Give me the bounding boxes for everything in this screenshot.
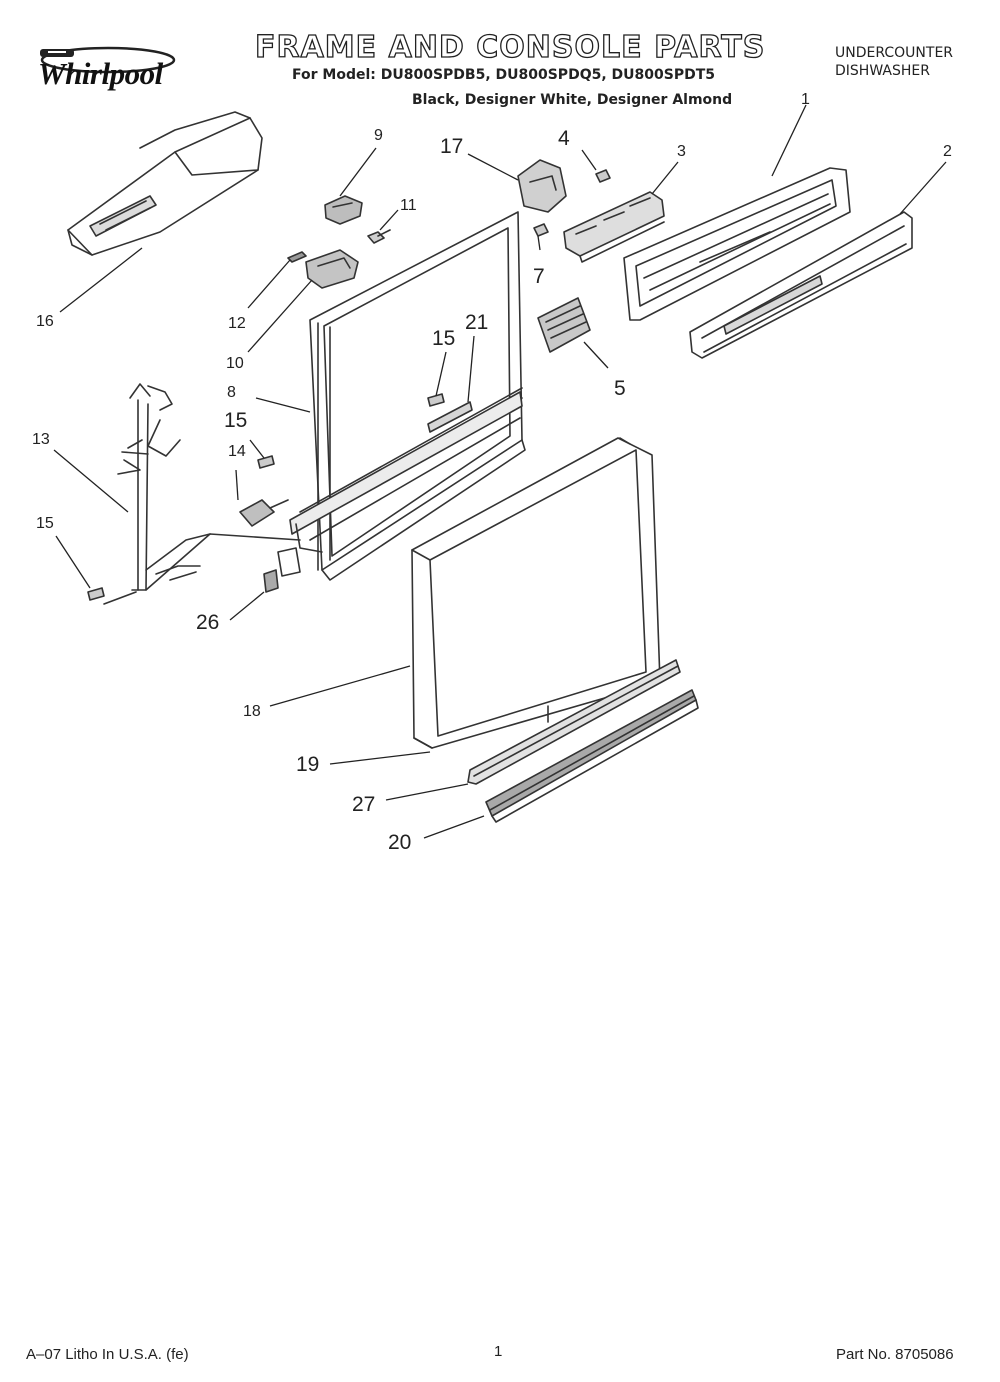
category-line-1: UNDERCOUNTER <box>835 45 954 61</box>
callout-15-middle: 15 <box>224 409 248 432</box>
leader-18 <box>269 665 411 707</box>
part-15-screw-c <box>427 393 445 407</box>
callout-3: 3 <box>677 143 686 160</box>
leader-11 <box>379 209 399 231</box>
leader-4 <box>581 149 597 171</box>
part-27-door-trim <box>467 659 681 785</box>
part-10-hinge-bracket <box>305 249 359 289</box>
model-list: For Model: DU800SPDB5, DU800SPDQ5, DU800… <box>292 67 715 83</box>
whirlpool-logo-icon <box>30 38 205 103</box>
leader-15c <box>435 351 447 397</box>
leader-17 <box>467 153 519 181</box>
page-title: FRAME AND CONSOLE PARTS <box>254 29 766 65</box>
callout-18: 18 <box>243 703 261 720</box>
leader-5 <box>583 341 609 369</box>
leader-7 <box>537 235 541 251</box>
part-1-console-panel <box>623 167 851 321</box>
part-2-trim-strip <box>689 211 913 359</box>
brand-logo-text: Whirlpool <box>38 56 163 91</box>
callout-26: 26 <box>196 611 220 634</box>
leader-21 <box>467 335 475 403</box>
litho-note: A–07 Litho In U.S.A. (fe) <box>26 1346 189 1363</box>
color-list: Black, Designer White, Designer Almond <box>412 92 733 108</box>
leader-3 <box>651 161 679 195</box>
part-8-main-frame <box>277 211 526 581</box>
leader-2 <box>899 161 947 215</box>
leader-15a <box>55 535 91 589</box>
callout-17: 17 <box>440 135 464 158</box>
callout-16: 16 <box>36 313 54 330</box>
callout-13: 13 <box>32 431 50 448</box>
callout-10: 10 <box>226 355 244 372</box>
callout-15-frame: 15 <box>432 327 456 350</box>
callout-5: 5 <box>614 377 626 400</box>
callout-27: 27 <box>352 793 376 816</box>
leader-10 <box>247 279 313 353</box>
leader-26 <box>229 591 265 621</box>
leader-27 <box>385 783 469 801</box>
leader-16 <box>59 247 143 313</box>
part-26-clip <box>263 569 279 593</box>
callout-9: 9 <box>374 127 383 144</box>
page-number: 1 <box>494 1343 503 1360</box>
callout-21: 21 <box>465 311 489 334</box>
callout-20: 20 <box>388 831 412 854</box>
part-17-bracket <box>517 159 567 213</box>
part-13-wire-harness <box>103 383 301 605</box>
leader-20 <box>423 815 485 839</box>
category-line-2: DISHWASHER <box>835 63 930 79</box>
part-11-screw <box>367 229 391 244</box>
callout-11: 11 <box>400 197 417 214</box>
part-15-screw-b <box>257 455 275 469</box>
part-20-toe-kick <box>485 689 699 823</box>
callout-2: 2 <box>943 143 952 160</box>
leader-13 <box>53 449 129 513</box>
part-4-screw <box>595 169 611 183</box>
callout-1: 1 <box>801 91 810 108</box>
leader-15b <box>249 439 265 459</box>
part-15-screw-a <box>87 587 105 601</box>
leader-8 <box>255 397 311 413</box>
callout-8: 8 <box>227 384 236 401</box>
part-5-keypad <box>537 297 591 353</box>
callout-12: 12 <box>228 315 246 332</box>
part-7-screw <box>533 223 549 237</box>
part-3-control-board <box>563 191 665 263</box>
callout-4: 4 <box>558 127 570 150</box>
part-21-strip <box>427 401 473 433</box>
callout-15-left: 15 <box>36 515 54 532</box>
leader-9 <box>339 147 377 197</box>
part-number: Part No. 8705086 <box>836 1346 954 1363</box>
part-16-vent-duct <box>67 111 263 256</box>
part-14-switch <box>239 499 289 527</box>
callout-19: 19 <box>296 753 320 776</box>
leader-14 <box>235 469 239 501</box>
callout-7: 7 <box>533 265 545 288</box>
callout-14: 14 <box>228 443 246 460</box>
appliance-category: UNDERCOUNTER DISHWASHER <box>835 44 953 80</box>
leader-1 <box>771 104 807 177</box>
leader-lines <box>53 104 947 839</box>
leader-12 <box>247 259 291 309</box>
part-9-hinge <box>324 195 363 225</box>
part-12-clip <box>287 251 307 263</box>
leader-19 <box>329 751 431 765</box>
